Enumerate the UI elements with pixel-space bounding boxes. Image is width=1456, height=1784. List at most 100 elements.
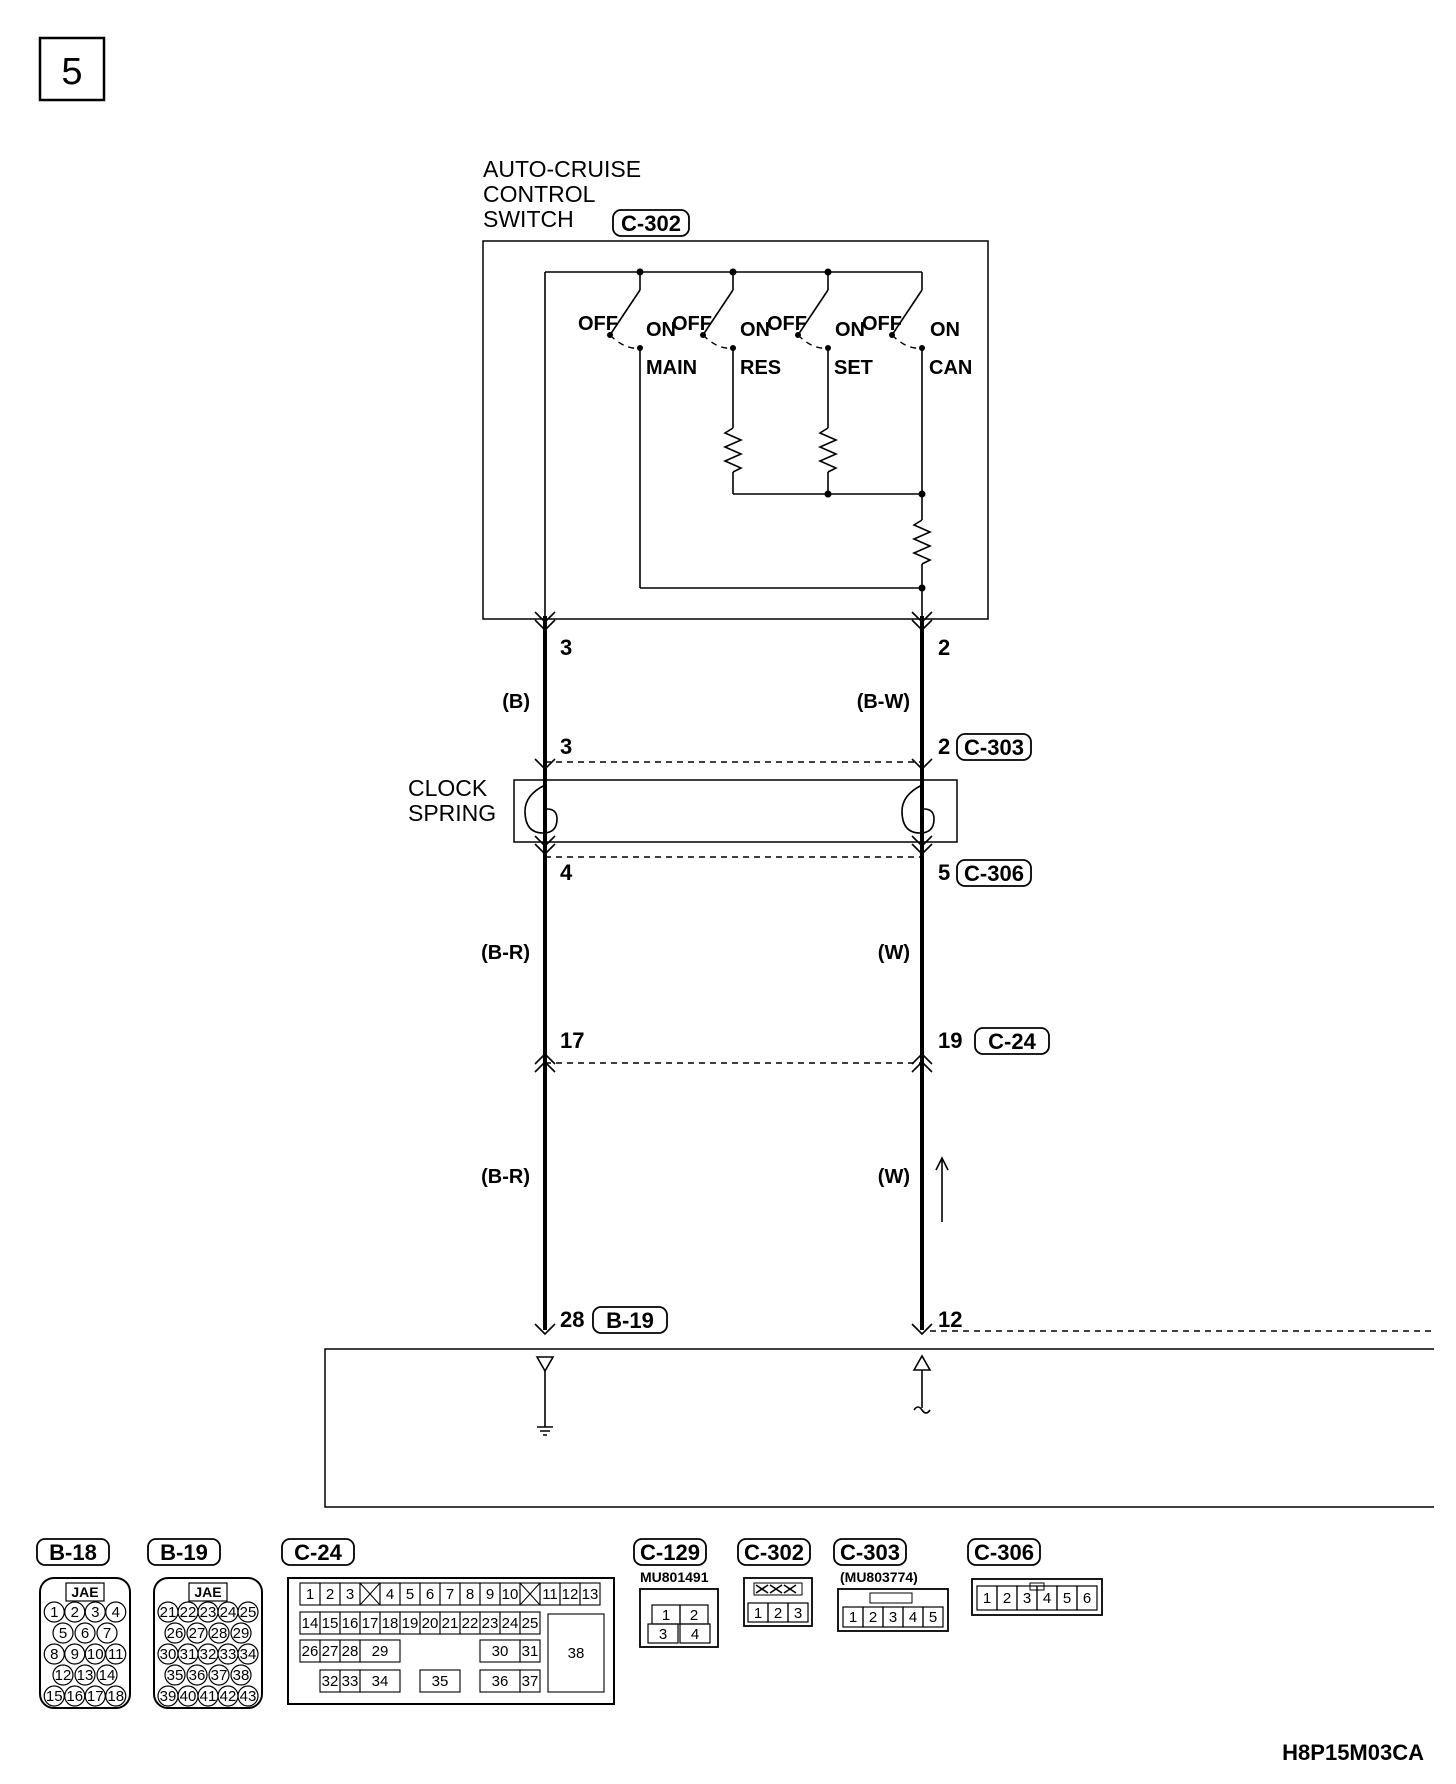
legend-c24-pin-label: 17	[362, 1615, 379, 1632]
legend-b19-pin-label: 36	[189, 1667, 206, 1684]
legend-b19-pin-label: 43	[240, 1688, 257, 1705]
off-label-set: OFF	[767, 313, 807, 335]
legend-c24-pin-label: 9	[486, 1586, 494, 1603]
legend-c24-pin-label: 6	[426, 1586, 434, 1603]
legend-c24-pin-label: 28	[342, 1643, 359, 1660]
legend-b19-pin-label: 22	[180, 1604, 197, 1621]
legend-b19-pin-label: 25	[240, 1604, 257, 1621]
legend-c24-pin-label: 23	[482, 1615, 499, 1632]
legend-b19-pin-label: 29	[233, 1625, 250, 1642]
legend-c24-pin-label: 22	[462, 1615, 479, 1632]
switch-title-line1: AUTO-CRUISE	[483, 156, 641, 182]
legend-c24-pin-label: 30	[492, 1643, 509, 1660]
legend-b19-pin-circle	[186, 1664, 208, 1686]
legend-c129: C-129 MU801491 1 2 3 4	[633, 1538, 719, 1648]
legend-c24-pin-label: 11	[542, 1586, 558, 1603]
legend-b18-tag: B-18	[49, 1540, 97, 1565]
legend-b18-pin-circle	[96, 1664, 118, 1686]
legend-c24-pin-label: 12	[562, 1586, 579, 1603]
off-label-res: OFF	[672, 313, 712, 335]
switch-title: AUTO-CRUISE CONTROL SWITCH C-302	[483, 156, 690, 237]
tag-c306: C-306	[964, 861, 1024, 886]
inline-connector-tags: C-303 C-306 C-24 B-19	[592, 733, 1050, 1334]
legend-c24-pin-label: 16	[342, 1615, 359, 1632]
wire-left-3: (B-R)	[481, 1166, 530, 1188]
legend-b18-pin-circle	[74, 1664, 96, 1686]
legend-c306-pin-label: 2	[1003, 1590, 1011, 1607]
legend-c24-pin-label: 35	[432, 1673, 449, 1690]
legend-b18-pin-label: 2	[71, 1604, 79, 1621]
legend-c24-pin-label: 29	[372, 1643, 389, 1660]
legend-b19-pin-label: 27	[189, 1625, 206, 1642]
legend-c24-pin-label: 38	[568, 1645, 585, 1662]
contact-res-label: RES	[740, 357, 781, 379]
legend-b19-maker: JAE	[194, 1584, 221, 1600]
wire-color-labels: (B) (B-W) (B-R) (W) (B-R) (W)	[481, 691, 910, 1188]
legend-b19-pin-circle	[164, 1622, 186, 1644]
legend-b19-pin-label: 39	[160, 1688, 177, 1705]
pin-left-c306: 4	[560, 860, 573, 885]
legend-c303-part: (MU803774)	[840, 1569, 918, 1585]
legend-b18-pin-label: 18	[107, 1688, 124, 1705]
legend-c24-pin-label: 8	[466, 1586, 474, 1603]
legend-b18-pin-circle	[52, 1664, 74, 1686]
on-label-set: ON	[835, 319, 865, 341]
legend-c24-pin-label: 21	[442, 1615, 459, 1632]
legend-b18-pin-label: 7	[103, 1625, 111, 1642]
page-number: 5	[38, 36, 106, 102]
legend-c303-cell	[922, 1606, 944, 1628]
legend-b19-pin-label: 35	[167, 1667, 184, 1684]
legend-b19-pin-label: 28	[211, 1625, 228, 1642]
connector-tag-c302	[612, 209, 690, 237]
legend-c24-pin-label: 10	[502, 1586, 519, 1603]
legend-b19-pin-circle	[208, 1664, 230, 1686]
legend-b19-pin-label: 30	[160, 1646, 177, 1663]
legend-b18-pin-label: 1	[50, 1604, 58, 1621]
clock-spring: CLOCK SPRING	[408, 775, 958, 843]
legend-c302-pin1: 1	[754, 1605, 762, 1622]
switch-internal-wiring	[544, 268, 932, 616]
legend-c24-cell	[519, 1639, 541, 1663]
on-label-main: ON	[646, 319, 676, 341]
legend-c24-pin-label: 4	[386, 1586, 394, 1603]
legend-c24-pin-label: 13	[582, 1586, 599, 1603]
off-label-can: OFF	[862, 313, 902, 335]
legend-c303-pin-label: 1	[849, 1609, 857, 1626]
legend-b18-pin-label: 5	[59, 1625, 67, 1642]
wire-right-1: (B-W)	[857, 691, 910, 713]
legend-c306-pin-label: 4	[1043, 1590, 1051, 1607]
legend-c24-pin-label: 24	[502, 1615, 519, 1632]
switch-title-line3: SWITCH	[483, 206, 574, 232]
legend-c129-pin1: 1	[662, 1607, 670, 1624]
contact-set-label: SET	[834, 357, 873, 379]
legend-b18-pin-circle	[105, 1601, 127, 1623]
legend-b18-maker: JAE	[71, 1584, 98, 1600]
legend-c24-cell	[579, 1582, 601, 1606]
legend-c24-pin-label: 31	[522, 1643, 539, 1660]
legend-c303-tag: C-303	[840, 1540, 900, 1565]
legend-b19-pin-label: 26	[167, 1625, 184, 1642]
tag-c24: C-24	[988, 1029, 1036, 1054]
legend-b19-pin-label: 33	[220, 1646, 237, 1663]
legend-b18-pin-label: 6	[81, 1625, 89, 1642]
legend-c306-pin-label: 3	[1023, 1590, 1031, 1607]
legend-c24-pin-label: 7	[446, 1586, 454, 1603]
legend-c24-pin-label: 27	[322, 1643, 339, 1660]
legend-c24-cell	[419, 1669, 461, 1693]
legend-b18-pin-circle	[52, 1622, 74, 1644]
legend-c302-pin2: 2	[774, 1605, 782, 1622]
connector-c302-label: C-302	[621, 211, 681, 236]
legend-b18-pin-label: 12	[55, 1667, 72, 1684]
legend-b19-pin-circle	[230, 1664, 252, 1686]
legend-b19-pin-label: 24	[220, 1604, 237, 1621]
clock-spring-line1: CLOCK	[408, 775, 488, 801]
legend-c303-pin-label: 2	[869, 1609, 877, 1626]
legend-c24-pin-label: 15	[322, 1615, 339, 1632]
legend-b18-pin-label: 11	[108, 1646, 124, 1663]
